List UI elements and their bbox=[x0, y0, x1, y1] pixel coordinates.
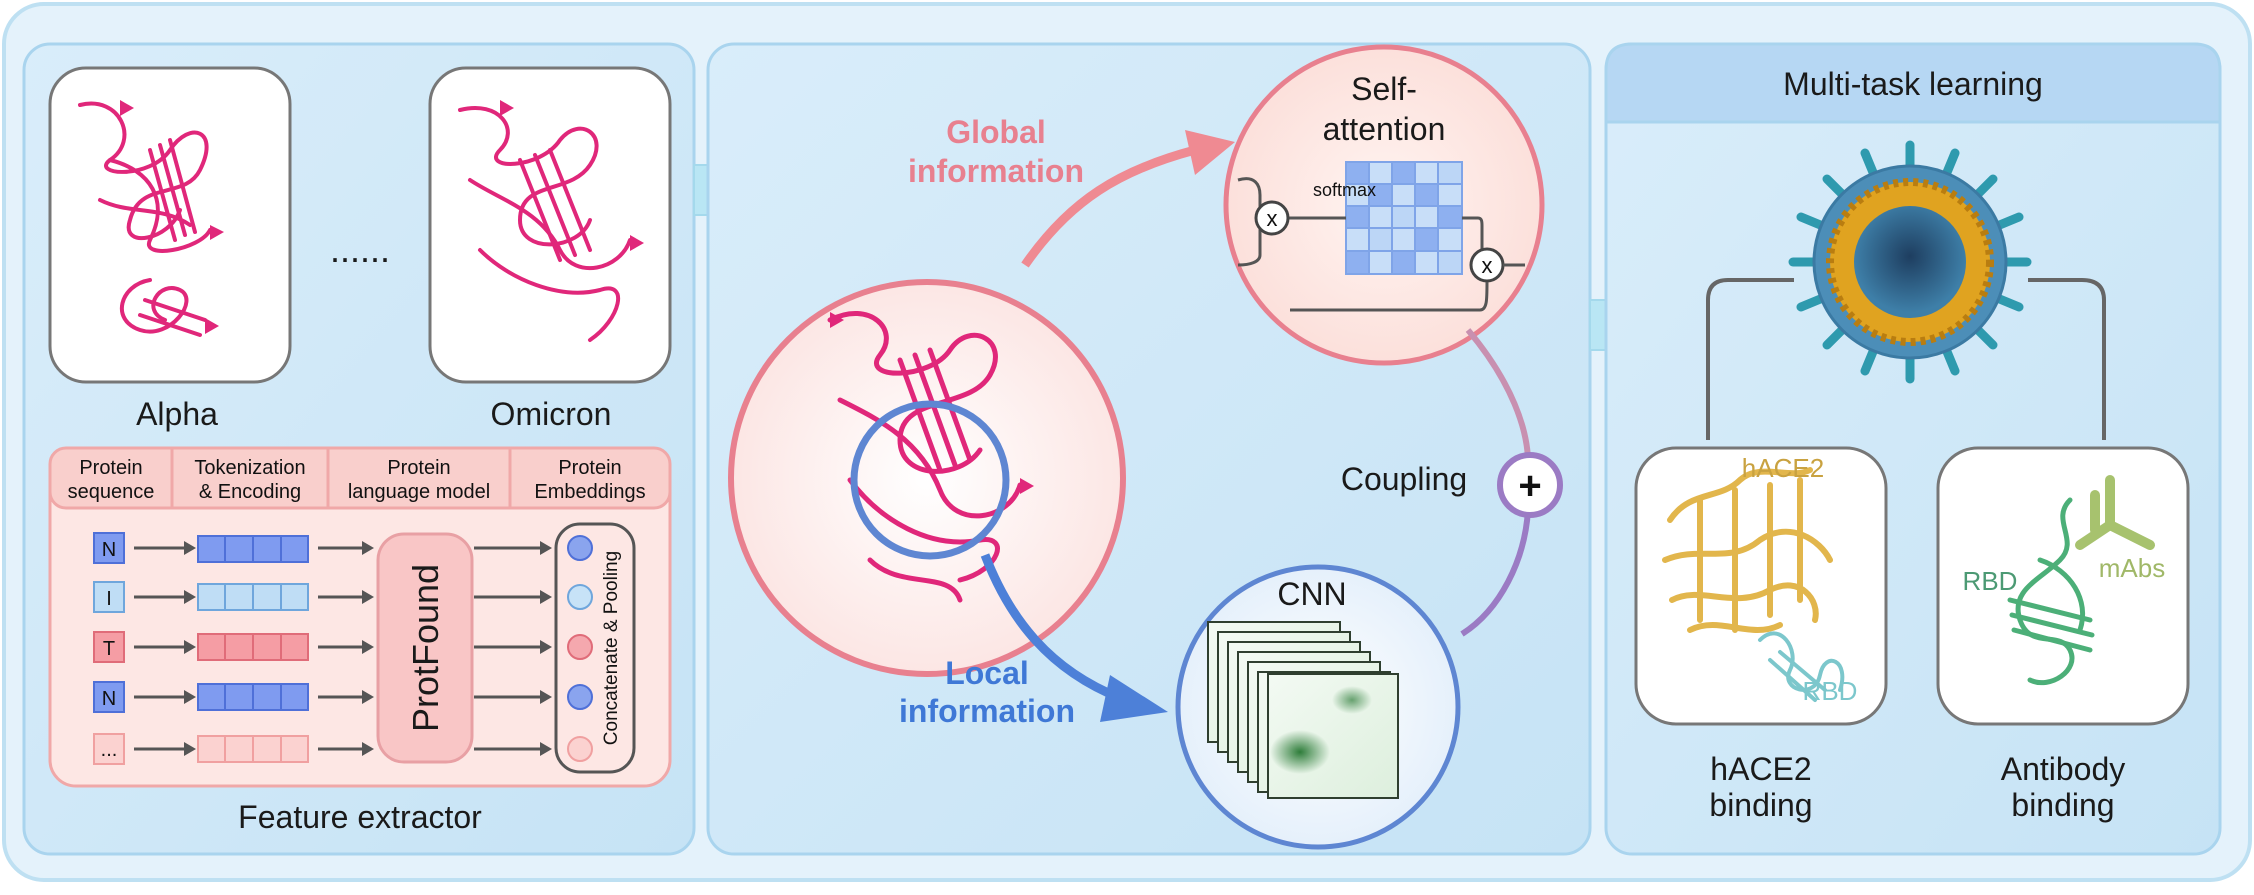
token-t: T bbox=[103, 638, 115, 660]
local-region-ring bbox=[850, 400, 1010, 560]
token-row-1: I bbox=[93, 581, 593, 613]
ellipsis-between-variants: ...... bbox=[330, 229, 390, 270]
rbd-bound-icon bbox=[1758, 631, 1845, 702]
token-n-1: N bbox=[102, 539, 116, 561]
protfound-label: ProtFound bbox=[405, 564, 446, 732]
col-sequence-line1: Protein bbox=[79, 457, 142, 479]
col-sequence-line2: sequence bbox=[68, 481, 155, 503]
protfound-block bbox=[376, 532, 474, 764]
local-label-line1: Local bbox=[945, 655, 1029, 691]
pipeline-header bbox=[48, 446, 672, 510]
global-arrow bbox=[1021, 145, 1197, 268]
feature-extractor-caption: Feature extractor bbox=[238, 799, 482, 835]
global-arrow-head bbox=[1185, 130, 1235, 175]
rbd-tag-antibody-card: RBD bbox=[1963, 566, 2018, 596]
omicron-structure-card bbox=[428, 66, 672, 384]
multitask-header: Multi-task learning bbox=[1783, 66, 2043, 102]
global-label-line1: Global bbox=[946, 114, 1046, 150]
pooling-label: Concatenate & Pooling bbox=[601, 551, 622, 745]
antibody-complex-card bbox=[1936, 446, 2190, 726]
multiply-node-1 bbox=[1254, 200, 1290, 236]
protein-structure-circle bbox=[728, 279, 1126, 677]
local-label-line2: information bbox=[899, 693, 1075, 729]
col-tokenization-line2: & Encoding bbox=[199, 481, 301, 503]
token-ellipsis: ... bbox=[101, 739, 118, 761]
omicron-label: Omicron bbox=[491, 396, 612, 432]
hace2-binding-line1: hACE2 bbox=[1710, 751, 1811, 787]
token-n-2: N bbox=[102, 688, 116, 710]
token-row-2: T bbox=[93, 631, 593, 663]
alpha-protein-icon bbox=[78, 101, 212, 337]
omicron-sheet-arrows bbox=[500, 100, 644, 251]
omicron-protein-icon bbox=[458, 106, 632, 342]
antibody-rbd-icon bbox=[2007, 497, 2095, 686]
local-arrow-head bbox=[1100, 675, 1168, 722]
attention-matrix bbox=[1345, 161, 1463, 275]
col-tokenization-line1: Tokenization bbox=[194, 457, 305, 479]
token-row-0: N bbox=[93, 532, 593, 564]
col-embeddings-line1: Protein bbox=[558, 457, 621, 479]
self-attention-title-line1: Self- bbox=[1351, 71, 1417, 107]
alpha-label: Alpha bbox=[136, 396, 218, 432]
mabs-icon bbox=[2075, 475, 2155, 550]
local-arrow bbox=[980, 553, 1122, 703]
cnn-label: CNN bbox=[1277, 576, 1346, 612]
pooling-block bbox=[554, 522, 636, 774]
mabs-tag: mAbs bbox=[2099, 553, 2165, 583]
antibody-binding-line1: Antibody bbox=[2001, 751, 2126, 787]
rbd-tag-hace2-card: RBD bbox=[1803, 676, 1858, 706]
panel-3-header bbox=[1604, 42, 2222, 124]
hace2-binding-line2: binding bbox=[1709, 787, 1812, 823]
feature-extractor-panel: Alpha ...... Omicron Protein sequence To… bbox=[22, 42, 696, 856]
coupling-label: Coupling bbox=[1341, 461, 1467, 497]
coupling-plus: + bbox=[1518, 464, 1541, 508]
virus-icon bbox=[1788, 140, 2032, 384]
token-row-4: ... bbox=[93, 733, 593, 765]
hace2-tag: hACE2 bbox=[1742, 453, 1824, 483]
token-i: I bbox=[106, 588, 112, 610]
multiply-symbol-1: x bbox=[1267, 206, 1278, 231]
col-language-model-line1: Protein bbox=[387, 457, 450, 479]
self-attention-title-line2: attention bbox=[1323, 111, 1446, 147]
multitask-panel: Multi-task learning bbox=[1604, 42, 2222, 856]
col-embeddings-line2: Embeddings bbox=[534, 481, 645, 503]
feature-map-stack bbox=[1207, 621, 1399, 799]
multiply-symbol-2: x bbox=[1482, 253, 1493, 278]
col-language-model-line2: language model bbox=[348, 481, 490, 503]
alpha-sheet-arrows bbox=[120, 100, 224, 334]
hace2-protein-icon bbox=[1662, 467, 1833, 633]
coupling-node bbox=[1497, 452, 1563, 518]
softmax-label: softmax bbox=[1313, 180, 1376, 200]
center-sheet-arrows bbox=[830, 312, 1034, 494]
token-row-3: N bbox=[93, 681, 593, 713]
antibody-binding-line2: binding bbox=[2011, 787, 2114, 823]
fusion-panel: Global information Local information Sel… bbox=[706, 42, 1592, 856]
global-label-line2: information bbox=[908, 153, 1084, 189]
